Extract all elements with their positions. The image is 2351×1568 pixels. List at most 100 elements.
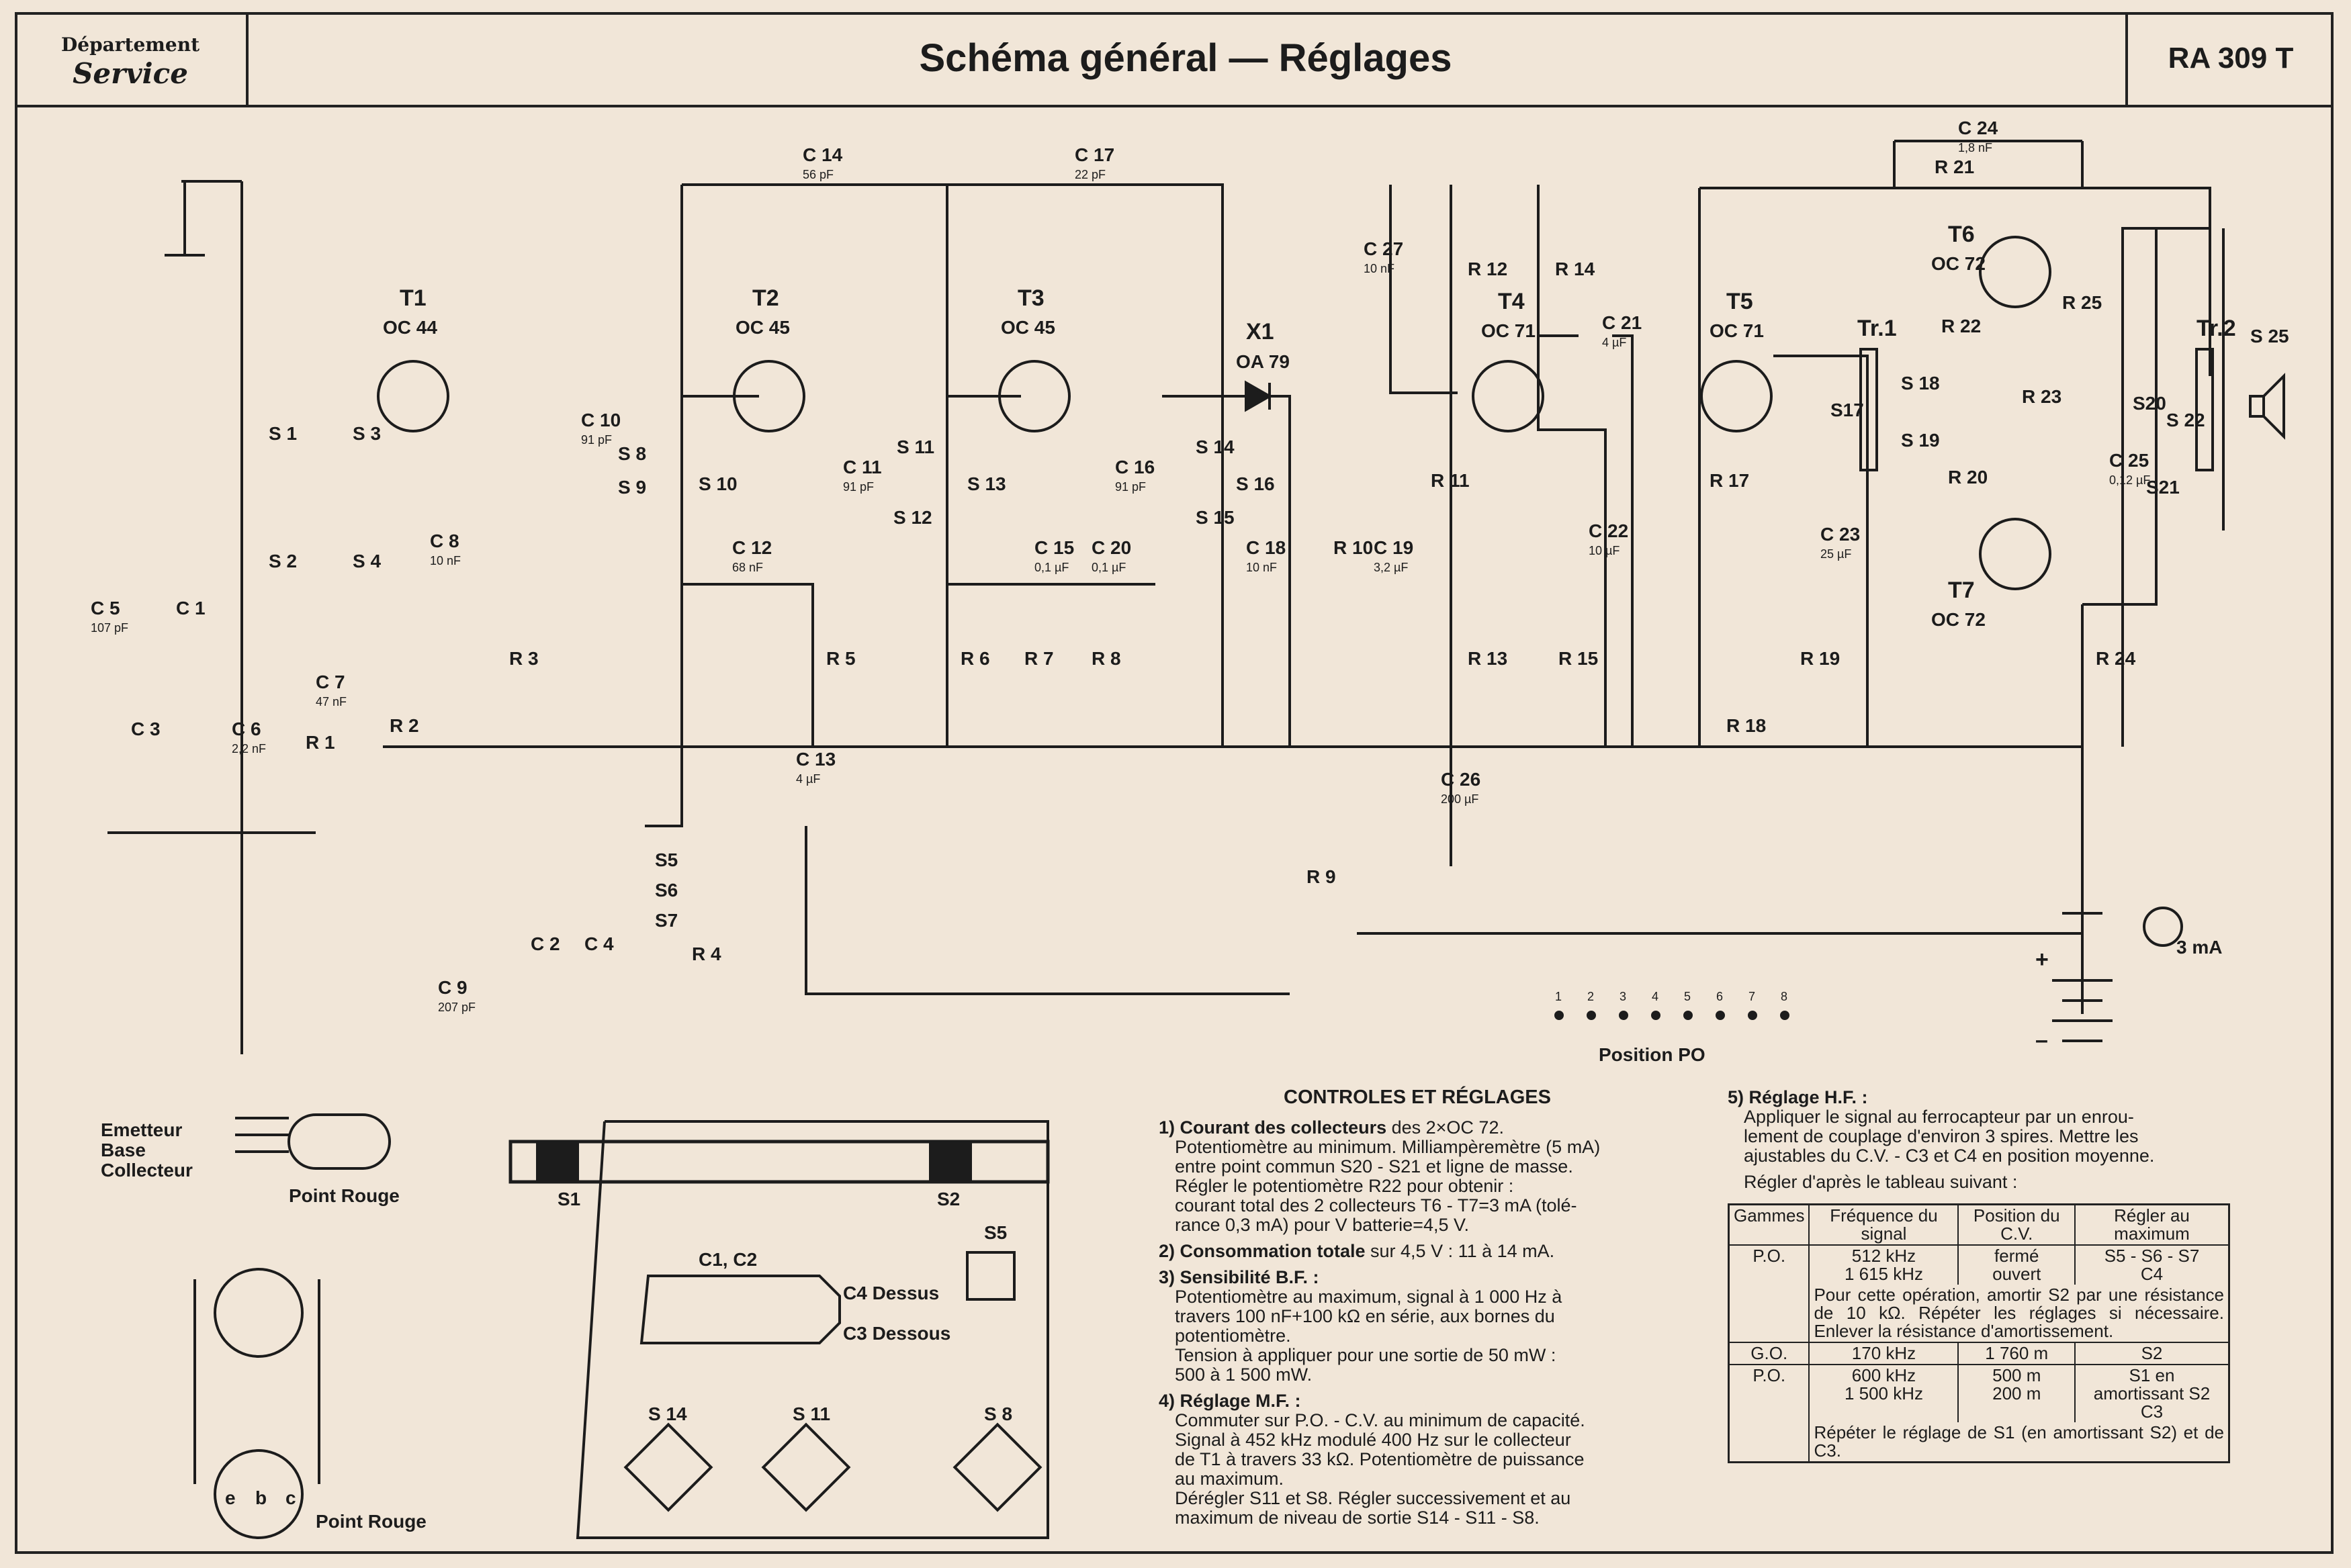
resistor-ref: R 8 <box>1092 648 1121 669</box>
alignment-table: Gammes Fréquence du signal Position du C… <box>1728 1203 2230 1463</box>
coil-ref: S 15 <box>1196 507 1235 528</box>
capacitor-ref: C 9 <box>438 977 468 998</box>
capacitor-value: 2,2 nF <box>232 742 266 755</box>
capacitor-value: 3,2 µF <box>1374 561 1408 574</box>
band-go: G.O. <box>1728 1342 1810 1365</box>
diode-type: OA 79 <box>1236 351 1290 372</box>
capacitor-value: 0,12 µF <box>2109 473 2150 487</box>
control-line: Commuter sur P.O. - C.V. au minimum de c… <box>1175 1410 1585 1430</box>
switch-contact <box>1619 1011 1628 1020</box>
control-heading: 1) Courant des collecteurs <box>1159 1117 1387 1138</box>
capacitor-ref: C 12 <box>732 537 772 558</box>
transistor-ref: T2 <box>752 285 779 311</box>
freq-go: 170 kHz <box>1808 1342 1959 1365</box>
control-line: maximum de niveau de sortie S14 - S11 - … <box>1175 1508 1540 1528</box>
control-line: Tension à appliquer pour une sortie de 5… <box>1175 1345 1556 1365</box>
coil-ref: S6 <box>655 880 678 901</box>
resistor-ref: R 11 <box>1431 470 1470 491</box>
coil-ref: S5 <box>655 849 678 870</box>
resistor-ref: R 12 <box>1468 259 1507 279</box>
capacitor-ref: C 16 <box>1115 457 1155 477</box>
layout-s1: S1 <box>558 1189 580 1209</box>
hf-line: Appliquer le signal au ferrocapteur par … <box>1744 1107 2134 1127</box>
resistor-ref: R 25 <box>2062 292 2102 313</box>
capacitor-value: 0,1 µF <box>1092 561 1126 574</box>
layout-s8: S 8 <box>984 1403 1012 1424</box>
transistor-t3 <box>998 360 1071 432</box>
resistor-ref: R 2 <box>390 715 419 736</box>
hf-line: lement de couplage d'environ 3 spires. M… <box>1744 1126 2139 1146</box>
coil-ref: S 8 <box>618 443 646 464</box>
capacitor-value: 10 nF <box>1364 262 1394 275</box>
coil-ref: S7 <box>655 910 678 931</box>
final-note: Répéter le réglage de S1 (en amortissant… <box>1808 1422 2229 1463</box>
control-line: Dérégler S11 et S8. Régler successivemen… <box>1175 1488 1571 1508</box>
pinout-mark-bottom: Point Rouge <box>316 1511 427 1532</box>
switch-position-row <box>1554 1011 1789 1020</box>
diode-ref: X1 <box>1246 319 1274 344</box>
capacitor-value: 56 pF <box>803 168 834 181</box>
coil-ref: S 3 <box>353 423 381 444</box>
switch-position-number: 1 <box>1555 990 1562 1003</box>
control-line: de T1 à travers 33 kΩ. Potentiomètre de … <box>1175 1449 1585 1469</box>
pinout-base: Base <box>101 1140 146 1160</box>
ferrite-rod <box>508 1140 1050 1184</box>
resistor-ref: R 4 <box>692 943 721 964</box>
capacitor-ref: C 4 <box>584 933 614 954</box>
coil-ref: S 16 <box>1236 473 1275 494</box>
capacitor-value: 207 pF <box>438 1001 476 1014</box>
layout-c1c2: C1, C2 <box>699 1249 757 1270</box>
coil-s8-can <box>952 1422 1043 1512</box>
position-label: Position PO <box>1599 1044 1705 1065</box>
transistor-ref: T5 <box>1726 289 1753 314</box>
layout-s2: S2 <box>937 1189 960 1209</box>
controls-title: CONTROLES ET RÉGLAGES <box>1284 1087 1551 1108</box>
capacitor-value: 10 µF <box>1589 544 1620 557</box>
layout-s5: S5 <box>984 1222 1007 1243</box>
coil-ref: S 25 <box>2250 326 2289 347</box>
resistor-ref: R 13 <box>1468 648 1507 669</box>
transistor-pinout <box>193 1113 391 1539</box>
switch-position-number: 2 <box>1587 990 1594 1003</box>
diode-x1 <box>1245 380 1273 412</box>
capacitor-ref: C 27 <box>1364 238 1403 259</box>
resistor-ref: R 18 <box>1726 715 1766 736</box>
switch-contact <box>1587 1011 1596 1020</box>
model-number: RA 309 T <box>2125 12 2334 105</box>
resistor-ref: R 24 <box>2096 648 2136 669</box>
resistor-ref: R 6 <box>961 648 990 669</box>
control-item: 3) Sensibilité B.F. : <box>1159 1268 1676 1287</box>
header: Département Service Schéma général — Rég… <box>15 12 2334 107</box>
layout-c3: C3 Dessous <box>843 1323 950 1344</box>
resistor-ref: R 9 <box>1306 866 1336 887</box>
wiring <box>107 140 2225 1054</box>
capacitor-value: 22 pF <box>1075 168 1106 181</box>
control-line: travers 100 nF+100 kΩ en série, aux born… <box>1175 1306 1555 1326</box>
capacitor-ref: C 15 <box>1034 537 1074 558</box>
pinout-pin: c <box>285 1487 296 1508</box>
transistor-ref: T3 <box>1018 285 1045 311</box>
department-box: Département Service <box>15 12 249 105</box>
department-label: Département <box>60 34 200 56</box>
capacitor-ref: C 17 <box>1075 144 1114 165</box>
capacitor-value: 200 µF <box>1441 792 1478 806</box>
meter-icon <box>2143 907 2183 947</box>
controls-section: CONTROLES ET RÉGLAGES 1) Courant des col… <box>1159 1088 1676 1528</box>
coil-ref: S 22 <box>2166 410 2205 430</box>
capacitor-value: 91 pF <box>1115 480 1146 494</box>
transformer-ref: Tr.1 <box>1857 316 1897 341</box>
capacitor-value: 4 µF <box>796 772 820 786</box>
variable-capacitor-body <box>639 1275 841 1344</box>
capacitor-ref: C 1 <box>176 598 206 618</box>
transistor-t6 <box>1979 236 2051 308</box>
coil-s2 <box>929 1140 972 1183</box>
control-line: 500 à 1 500 mW. <box>1175 1365 1313 1385</box>
transistor-t2 <box>733 360 805 432</box>
pinout-pin: b <box>255 1487 267 1508</box>
resistor-ref: R 10 <box>1333 537 1373 558</box>
switch-contact <box>1554 1011 1564 1020</box>
battery-minus: – <box>2035 1027 2048 1053</box>
coil-s11-can <box>761 1422 851 1512</box>
